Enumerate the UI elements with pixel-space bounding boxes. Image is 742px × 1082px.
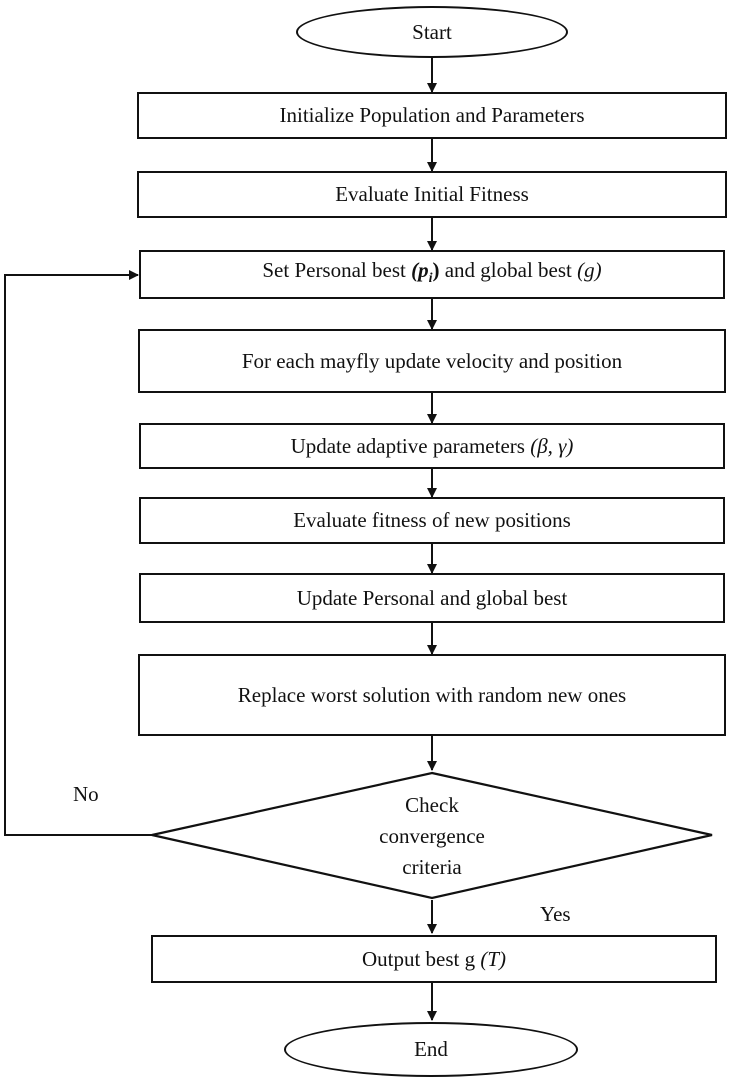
decision-diamond [151,771,713,900]
update-best-step: Update Personal and global best [139,573,725,623]
check-convergence-decision: Check convergence criteria [362,790,502,882]
update-params-text: Update adaptive parameters [290,433,531,458]
start-label: Start [412,19,452,44]
end-label: End [414,1037,448,1061]
pbest-close: ) [432,257,440,282]
replace-worst-step: Replace worst solution with random new o… [138,654,726,736]
init-label: Initialize Population and Parameters [279,103,585,127]
update-best-label: Update Personal and global best [296,585,568,610]
update-velocity-label: For each mayfly update velocity and posi… [241,348,623,373]
start-node: Start [296,6,568,58]
no-edge-label: No [73,782,99,806]
output-step: Output best g (T) [151,935,717,983]
set-best-middle: and global best [439,257,578,282]
output-symbol: (T) [480,946,507,971]
set-best-label: Set Personal best (pi) and global best (… [262,255,601,294]
end-node: End [284,1022,578,1077]
set-best-prefix: Set Personal best [262,257,412,282]
update-params-symbols: (β, γ) [530,433,574,458]
output-text: Output best g [361,946,481,971]
pbest-subscript: i [428,271,433,287]
check-label: Check convergence criteria [379,792,485,879]
yes-edge-label: Yes [540,902,571,926]
arrow-no-loop-back [4,270,155,836]
output-label: Output best g (T) [362,944,506,975]
update-velocity-step: For each mayfly update velocity and posi… [138,329,726,393]
set-best-step: Set Personal best (pi) and global best (… [139,250,725,299]
eval-new-label: Evaluate fitness of new positions [293,508,571,532]
gbest-symbol: (g) [577,257,602,282]
replace-worst-label: Replace worst solution with random new o… [237,682,627,707]
eval-initial-step: Evaluate Initial Fitness [137,171,727,218]
pbest-symbol: (p [411,257,429,282]
update-params-step: Update adaptive parameters (β, γ) [139,423,725,469]
eval-new-step: Evaluate fitness of new positions [139,497,725,544]
update-params-label: Update adaptive parameters (β, γ) [291,431,574,462]
init-step: Initialize Population and Parameters [137,92,727,139]
eval-initial-label: Evaluate Initial Fitness [335,182,529,206]
